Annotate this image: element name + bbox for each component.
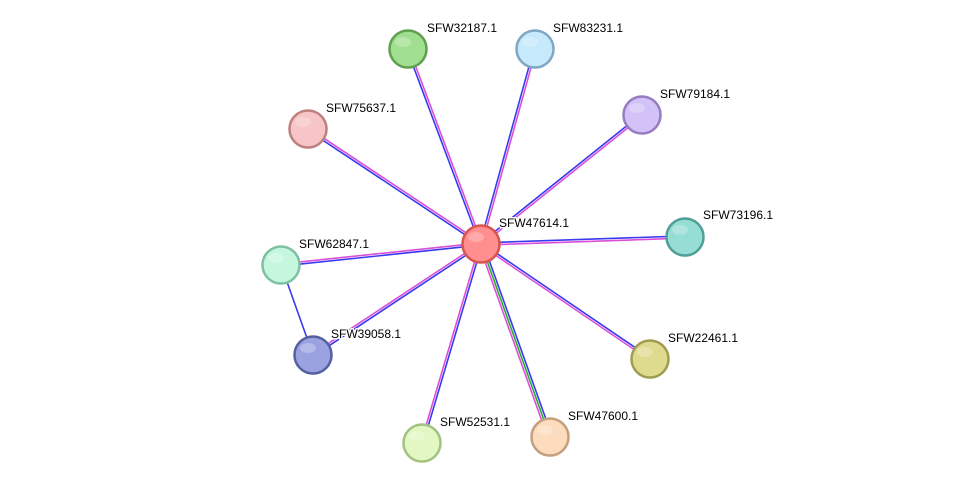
- node-highlight: [268, 253, 284, 263]
- node-circle[interactable]: [530, 417, 570, 457]
- node-highlight: [295, 117, 311, 127]
- node-highlight: [537, 425, 553, 435]
- node-n6[interactable]: SFW62847.1: [261, 236, 371, 285]
- node-circle[interactable]: [388, 29, 428, 69]
- edge-evidence-line: [478, 244, 549, 439]
- node-n8[interactable]: SFW22461.1: [630, 330, 740, 379]
- node-highlight: [468, 232, 484, 242]
- node-label: SFW83231.1: [553, 21, 623, 35]
- node-label: SFW22461.1: [668, 331, 738, 345]
- node-circle[interactable]: [461, 224, 501, 264]
- edge-evidence-line: [406, 49, 481, 245]
- node-highlight: [300, 343, 316, 353]
- node-n1[interactable]: SFW32187.1: [388, 20, 499, 69]
- node-highlight: [637, 347, 653, 357]
- node-circle[interactable]: [515, 29, 555, 69]
- node-circle[interactable]: [630, 339, 670, 379]
- node-label: SFW75637.1: [326, 101, 396, 115]
- edge-evidence-line: [480, 243, 551, 438]
- node-label: SFW32187.1: [427, 21, 497, 35]
- node-highlight: [409, 431, 425, 441]
- edge-evidence-line: [422, 244, 483, 444]
- node-circle[interactable]: [402, 423, 442, 463]
- edge-center-n7[interactable]: [311, 242, 483, 357]
- edge-center-n5[interactable]: [480, 235, 686, 246]
- node-circle[interactable]: [293, 335, 333, 375]
- edge-evidence-line: [481, 49, 537, 245]
- edge-center-n3[interactable]: [479, 113, 644, 246]
- edge-evidence-line: [306, 129, 481, 246]
- edge-evidence-line: [482, 242, 553, 437]
- node-n9[interactable]: SFW52531.1: [402, 414, 512, 463]
- node-circle[interactable]: [261, 245, 301, 285]
- node-highlight: [522, 37, 538, 47]
- node-n7[interactable]: SFW39058.1: [293, 326, 403, 375]
- edge-evidence-line: [481, 242, 652, 359]
- edge-evidence-line: [481, 237, 686, 246]
- edge-center-n8[interactable]: [479, 242, 652, 361]
- edges-layer: [280, 48, 686, 444]
- edge-center-n9[interactable]: [420, 243, 483, 444]
- edge-evidence-line: [480, 235, 685, 244]
- node-label: SFW79184.1: [660, 87, 730, 101]
- edge-evidence-line: [479, 244, 650, 361]
- edge-center-n1[interactable]: [406, 48, 483, 245]
- edge-center-n2[interactable]: [479, 48, 537, 245]
- edge-evidence-line: [313, 244, 483, 357]
- edge-evidence-line: [281, 244, 482, 267]
- node-circle[interactable]: [622, 95, 662, 135]
- node-label: SFW52531.1: [440, 415, 510, 429]
- edge-evidence-line: [311, 242, 481, 355]
- node-n2[interactable]: SFW83231.1: [515, 20, 625, 69]
- edge-evidence-line: [479, 48, 535, 244]
- edge-evidence-line: [479, 113, 642, 244]
- node-label: SFW73196.1: [703, 208, 773, 222]
- node-n4[interactable]: SFW75637.1: [288, 100, 398, 149]
- node-label: SFW62847.1: [299, 237, 369, 251]
- nodes-layer: SFW47614.1 SFW32187.1 SFW83231.1SFW79184.1…: [261, 20, 775, 463]
- edge-center-n4[interactable]: [306, 127, 483, 246]
- edge-evidence-line: [280, 242, 481, 265]
- node-center[interactable]: SFW47614.1: [461, 215, 571, 264]
- edge-evidence-line: [408, 48, 483, 244]
- edge-evidence-line: [481, 115, 644, 246]
- node-n10[interactable]: SFW47600.1: [530, 408, 640, 457]
- node-label: SFW47614.1: [499, 216, 569, 230]
- node-n5[interactable]: SFW73196.1: [665, 207, 775, 257]
- node-highlight: [629, 103, 645, 113]
- node-circle[interactable]: [288, 109, 328, 149]
- edge-center-n6[interactable]: [280, 242, 482, 267]
- node-circle[interactable]: [665, 217, 705, 257]
- node-highlight: [395, 37, 411, 47]
- edge-evidence-line: [308, 127, 483, 244]
- node-n3[interactable]: SFW79184.1: [622, 86, 732, 135]
- node-highlight: [672, 225, 688, 235]
- edge-evidence-line: [420, 243, 481, 443]
- node-label: SFW39058.1: [331, 327, 401, 341]
- edge-center-n10[interactable]: [478, 242, 553, 439]
- node-label: SFW47600.1: [568, 409, 638, 423]
